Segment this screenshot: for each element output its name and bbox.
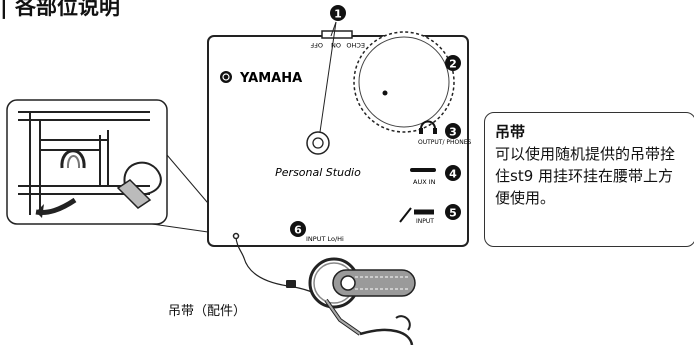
switch-labels: ECHO ON OFF [310,41,365,49]
marker-3: 3 [445,123,461,139]
device-body [207,21,469,247]
switch-label-echo: ECHO [346,41,365,49]
model-label: Personal Studio [275,166,361,179]
brand-label: YAMAHA [239,71,302,86]
switch-label-off: OFF [310,41,323,49]
marker-6: 6 [290,221,306,237]
svg-text:2: 2 [449,58,457,71]
zoom-inset [6,99,168,225]
output-phones-label: OUTPUT/ PHONES [418,139,472,146]
marker-2: 2 [445,55,461,71]
callout-body: 可以使用随机提供的吊带拴住st9 用挂环挂在腰带上方便使用。 [495,145,676,207]
section-title: | 各部位说明 [0,0,120,19]
strap-callout: 吊带 可以使用随机提供的吊带拴住st9 用挂环挂在腰带上方便使用。 [484,112,694,247]
input-label: INPUT [416,218,434,225]
input-lo-hi-label: INPUT Lo/Hi [306,235,344,243]
svg-text:1: 1 [334,8,342,21]
switch-label-on: ON [331,41,341,49]
svg-text:5: 5 [449,207,457,220]
marker-1: 1 [330,5,346,21]
callout-heading: 吊带 [495,123,526,141]
strap-caption: 吊带（配件） [168,304,247,319]
svg-text:6: 6 [294,224,302,237]
svg-text:4: 4 [449,168,457,181]
marker-5: 5 [445,204,461,220]
marker-4: 4 [445,165,461,181]
lanyard-strap [232,232,416,345]
aux-in-label: AUX IN [413,178,436,186]
svg-text:3: 3 [449,126,457,139]
